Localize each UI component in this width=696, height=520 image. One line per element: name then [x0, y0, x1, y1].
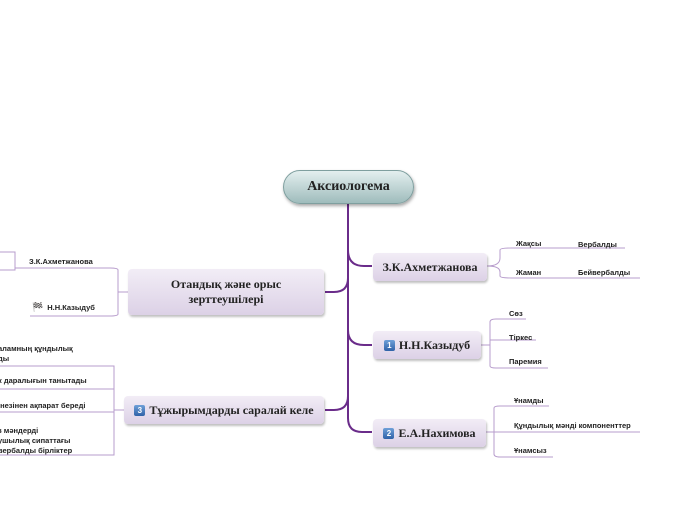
leaf-paremiya[interactable]: Паремия: [509, 357, 542, 366]
leaf-value-components[interactable]: Құндылық мәнді компоненттер: [514, 421, 631, 430]
leaf-researcher-kazydub-label: Н.Н.Казыдуб: [47, 303, 95, 312]
root-node-axiologema[interactable]: Аксиологема: [283, 170, 414, 204]
number-badge-2: 2: [383, 427, 395, 439]
leaf-zhaman[interactable]: Жаман: [516, 268, 542, 277]
branch-conclusions-label: Тұжырымдарды саралай келе: [149, 402, 314, 417]
leaf-soz[interactable]: Сөз: [509, 309, 523, 318]
leaf-researcher-akhmetzhanova[interactable]: З.К.Ахметжанова: [29, 257, 93, 266]
branch-conclusions[interactable]: 3 Тұжырымдарды саралай келе: [124, 396, 324, 424]
leaf-conclusion-4[interactable]: з мәндерді ушылық сипаттағы вербалды бір…: [0, 426, 73, 455]
leaf-unamdy[interactable]: Ұнамды: [514, 396, 544, 405]
branch-akhmetzhanova[interactable]: З.К.Ахметжанова: [373, 253, 487, 281]
branch-researchers[interactable]: Отандық және орыс зерттеушілері: [128, 269, 324, 315]
branch-akhmetzhanova-label: З.К.Ахметжанова: [382, 259, 478, 274]
branch-kazydub-label: Н.Н.Казыдуб: [398, 337, 471, 352]
leaf-researcher-kazydub[interactable]: 🏁Н.Н.Казыдуб: [32, 302, 95, 313]
root-label: Аксиологема: [307, 179, 390, 194]
leaf-unamsyz[interactable]: Ұнамсыз: [514, 446, 547, 455]
leaf-nonverbal[interactable]: Бейвербалды: [578, 268, 631, 277]
branch-nakhimova-label: Е.А.Нахимова: [398, 425, 476, 440]
number-badge-3: 3: [134, 404, 146, 416]
branch-nakhimova[interactable]: 2 Е.А.Нахимова: [373, 419, 486, 447]
number-badge-1: 1: [383, 339, 395, 351]
leaf-conclusion-2[interactable]: к даралығын танытады: [0, 376, 87, 385]
leaf-tirkes[interactable]: Тіркес: [509, 333, 533, 342]
branch-researchers-label: Отандық және орыс зерттеушілері: [170, 277, 282, 306]
leaf-conclusion-1[interactable]: алам­ның құндылық ды: [0, 344, 73, 363]
flag-icon: 🏁: [32, 302, 44, 312]
leaf-zhaksy[interactable]: Жақсы: [516, 239, 542, 248]
branch-kazydub[interactable]: 1 Н.Н.Казыдуб: [373, 331, 481, 359]
leaf-verbal[interactable]: Вербалды: [578, 240, 617, 249]
leaf-conclusion-3[interactable]: інезінен ақпарат береді: [0, 401, 86, 410]
